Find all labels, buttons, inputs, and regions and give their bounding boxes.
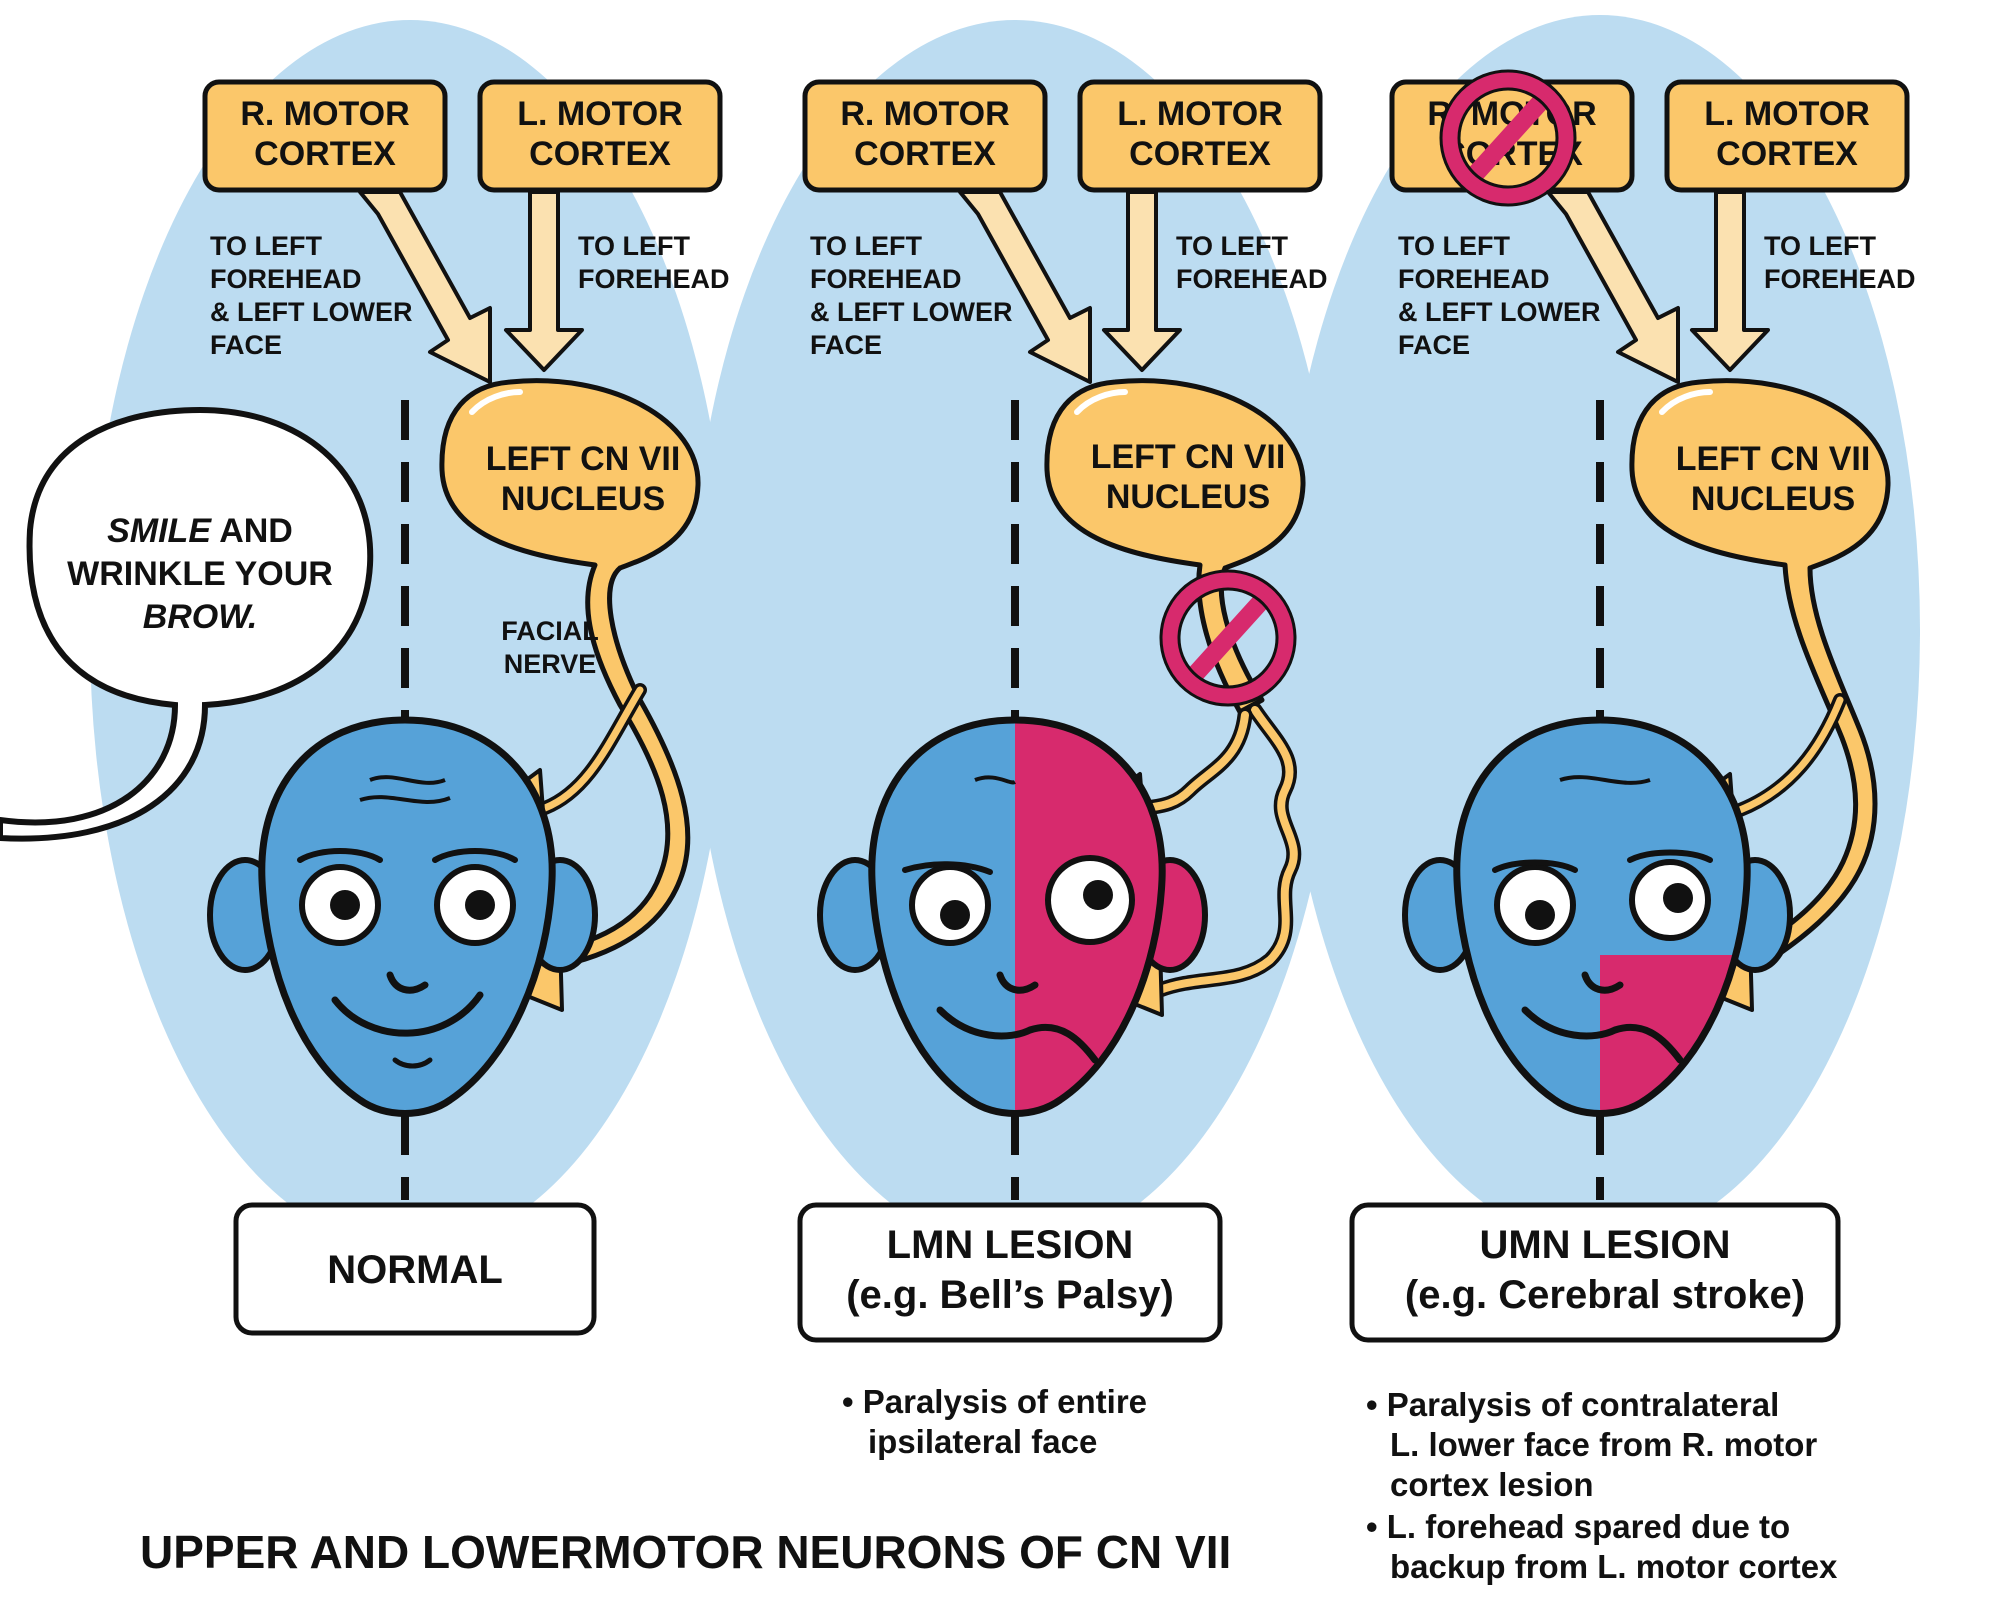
umn-notes: • Paralysis of contralateral L. lower fa… xyxy=(1366,1386,1838,1585)
l-cortex-line-1: L. MOTOR xyxy=(517,95,683,133)
panel-lmn-lesion: R. MOTOR CORTEX L. MOTOR CORTEX TO LEFT … xyxy=(797,79,1328,1460)
l-path-label: TO LEFT FOREHEAD xyxy=(1176,231,1328,294)
facial-nerve-line-1: FACIAL xyxy=(501,616,599,646)
svg-text:FOREHEAD: FOREHEAD xyxy=(210,264,362,294)
cn7-nucleus: LEFT CN VII NUCLEUS xyxy=(1044,378,1306,715)
svg-text:TO LEFT: TO LEFT xyxy=(1764,231,1877,261)
mouth-smile xyxy=(331,991,484,1037)
svg-text:(e.g. Cerebral stroke): (e.g. Cerebral stroke) xyxy=(1405,1273,1805,1317)
svg-text:• Paralysis of entire: • Paralysis of entire xyxy=(842,1383,1147,1420)
svg-text:TO LEFT: TO LEFT xyxy=(1398,231,1511,261)
svg-text:NUCLEUS: NUCLEUS xyxy=(1691,480,1855,518)
svg-text:L. MOTOR: L. MOTOR xyxy=(1704,95,1870,133)
face-lmn-lesion xyxy=(817,716,1208,1117)
caption-box-umn: UMN LESION (e.g. Cerebral stroke) xyxy=(1349,1202,1841,1343)
svg-text:FOREHEAD: FOREHEAD xyxy=(1398,264,1550,294)
svg-text:TO LEFT: TO LEFT xyxy=(1176,231,1289,261)
l-cortex-arrow xyxy=(504,190,584,372)
l-cortex-arrow xyxy=(1102,190,1182,372)
bubble-word-and: AND xyxy=(211,512,293,550)
bubble-line-1: SMILE AND xyxy=(107,512,293,550)
svg-text:NUCLEUS: NUCLEUS xyxy=(1106,478,1270,516)
caption-box-normal: NORMAL xyxy=(233,1202,597,1336)
svg-text:TO LEFT: TO LEFT xyxy=(810,231,923,261)
svg-text:CORTEX: CORTEX xyxy=(854,135,996,173)
nucleus-line-1: LEFT CN VII xyxy=(486,440,681,478)
svg-text:LEFT CN VII: LEFT CN VII xyxy=(1091,438,1286,476)
facial-nerve-line-2: NERVE xyxy=(504,649,597,679)
r-path-label: TO LEFT FOREHEAD & LEFT LOWER FACE xyxy=(1398,231,1600,360)
mouth-droop xyxy=(1521,1006,1684,1064)
r-cortex-line-2: CORTEX xyxy=(254,135,396,173)
svg-text:FACE: FACE xyxy=(810,330,882,360)
head-shape xyxy=(258,716,556,1117)
nose xyxy=(386,971,429,994)
svg-text:R. MOTOR: R. MOTOR xyxy=(840,95,1009,133)
svg-text:CORTEX: CORTEX xyxy=(1129,135,1271,173)
svg-text:cortex lesion: cortex lesion xyxy=(1390,1466,1594,1503)
svg-text:FACE: FACE xyxy=(210,330,282,360)
l-cortex-line-2: CORTEX xyxy=(529,135,671,173)
r-motor-cortex-box: R. MOTOR CORTEX xyxy=(202,79,448,193)
svg-text:LMN LESION: LMN LESION xyxy=(887,1223,1134,1267)
svg-text:FOREHEAD: FOREHEAD xyxy=(578,264,730,294)
l-cortex-arrow xyxy=(1690,190,1770,372)
l-path-label: TO LEFT FOREHEAD xyxy=(1764,231,1916,294)
svg-text:FOREHEAD: FOREHEAD xyxy=(810,264,962,294)
bubble-line-3: BROW. xyxy=(143,598,258,636)
l-motor-cortex-box: L. MOTOR CORTEX xyxy=(1664,79,1910,193)
svg-text:& LEFT LOWER: & LEFT LOWER xyxy=(810,297,1012,327)
svg-text:CORTEX: CORTEX xyxy=(1716,135,1858,173)
svg-text:TO LEFT: TO LEFT xyxy=(210,231,323,261)
mouth-droop xyxy=(936,1006,1099,1064)
cn7-nucleus: LEFT CN VII NUCLEUS xyxy=(439,378,701,973)
svg-text:L. MOTOR: L. MOTOR xyxy=(1117,95,1283,133)
r-path-label: TO LEFT FOREHEAD & LEFT LOWER FACE xyxy=(210,231,412,360)
svg-text:• L. forehead spared due to: • L. forehead spared due to xyxy=(1366,1508,1790,1545)
svg-text:& LEFT LOWER: & LEFT LOWER xyxy=(1398,297,1600,327)
bubble-line-2: WRINKLE YOUR xyxy=(67,555,333,593)
svg-text:UMN LESION: UMN LESION xyxy=(1479,1223,1730,1267)
l-path-label: TO LEFT FOREHEAD xyxy=(578,231,730,294)
svg-text:backup from L. motor cortex: backup from L. motor cortex xyxy=(1390,1548,1838,1585)
head-shape xyxy=(868,716,1166,1117)
svg-text:LEFT CN VII: LEFT CN VII xyxy=(1676,440,1871,478)
panel-umn-lesion: R. MOTOR CORTEX L. MOTOR CORTEX TO LEFT … xyxy=(1349,71,1916,1585)
l-motor-cortex-box: L. MOTOR CORTEX xyxy=(477,79,723,193)
r-path-label: TO LEFT FOREHEAD & LEFT LOWER FACE xyxy=(810,231,1012,360)
r-cortex-arrow xyxy=(1546,190,1680,384)
lmn-notes: • Paralysis of entire ipsilateral face xyxy=(842,1383,1147,1460)
caption-box-lmn: LMN LESION (e.g. Bell’s Palsy) xyxy=(797,1202,1223,1343)
bubble-word-smile: SMILE xyxy=(107,512,212,550)
svg-text:• Paralysis of contralateral: • Paralysis of contralateral xyxy=(1366,1386,1779,1423)
svg-text:& LEFT LOWER: & LEFT LOWER xyxy=(210,297,412,327)
head-shape xyxy=(1453,716,1751,1117)
svg-text:FACE: FACE xyxy=(1398,330,1470,360)
svg-text:FOREHEAD: FOREHEAD xyxy=(1176,264,1328,294)
r-cortex-arrow xyxy=(958,190,1092,384)
nucleus-line-2: NUCLEUS xyxy=(501,480,665,518)
caption-line-1: NORMAL xyxy=(327,1248,503,1292)
svg-text:L. lower face from R. motor: L. lower face from R. motor xyxy=(1390,1426,1817,1463)
svg-text:FOREHEAD: FOREHEAD xyxy=(1764,264,1916,294)
svg-text:ipsilateral face: ipsilateral face xyxy=(868,1423,1097,1460)
r-cortex-arrow xyxy=(358,190,492,384)
footer-title: UPPER AND LOWERMOTOR NEURONS OF CN VII xyxy=(140,1526,1231,1578)
speech-bubble: SMILE AND WRINKLE YOUR BROW. xyxy=(0,406,374,842)
svg-text:TO LEFT: TO LEFT xyxy=(578,231,691,261)
l-motor-cortex-box: L. MOTOR CORTEX xyxy=(1077,79,1323,193)
svg-text:(e.g. Bell’s Palsy): (e.g. Bell’s Palsy) xyxy=(846,1273,1174,1317)
r-motor-cortex-box: R. MOTOR CORTEX xyxy=(802,79,1048,193)
panel-normal: R. MOTOR CORTEX L. MOTOR CORTEX TO LEFT … xyxy=(202,79,730,1336)
r-cortex-line-1: R. MOTOR xyxy=(240,95,409,133)
face-normal xyxy=(207,716,598,1117)
